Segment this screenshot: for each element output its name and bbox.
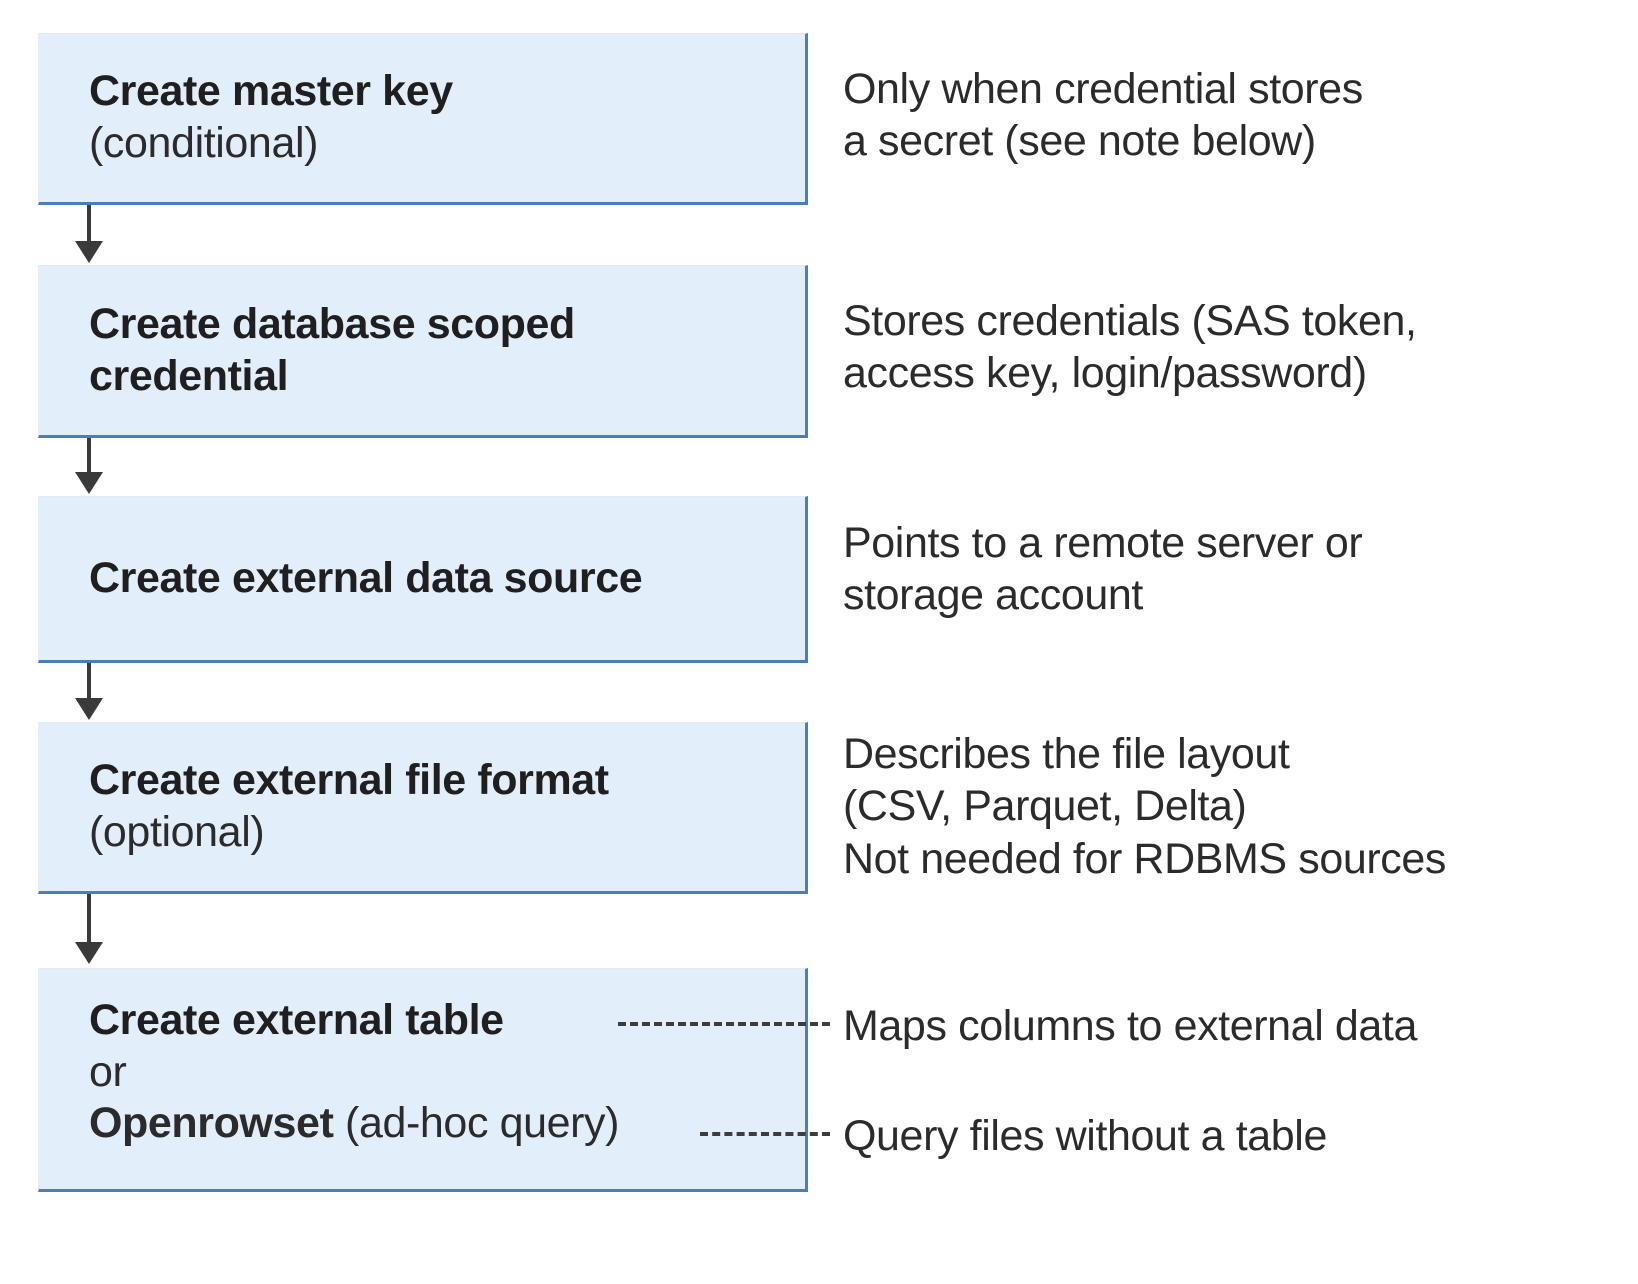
step-title-external-data-source: Create external data source — [89, 553, 643, 602]
arrow-down-icon — [75, 438, 103, 496]
dashed-connector-external-table — [618, 1022, 830, 1026]
dashed-connector-openrowset — [700, 1132, 830, 1136]
step-connector-or: or — [89, 1047, 127, 1096]
step-title-external-file-format: Create external file format — [89, 756, 609, 805]
step-box-master-key[interactable]: Create master key (conditional) — [38, 33, 808, 205]
arrow-down-icon — [75, 205, 103, 265]
step-box-scoped-credential[interactable]: Create database scoped credential — [38, 265, 808, 438]
note-external-file-format: Describes the file layout (CSV, Parquet,… — [843, 730, 1447, 883]
note-scoped-credential: Stores credentials (SAS token, access ke… — [843, 297, 1417, 398]
note-master-key: Only when credential stores a secret (se… — [843, 65, 1363, 166]
step-title-external-table: Create external table — [89, 996, 504, 1044]
step-title-openrowset-row: Openrowset (ad-hoc query) — [89, 1098, 791, 1150]
arrow-down-icon — [75, 894, 103, 968]
step-subtitle-external-file-format: (optional) — [89, 808, 265, 856]
step-suffix-openrowset: (ad-hoc query) — [333, 1099, 620, 1148]
step-title-master-key: Create master key — [89, 67, 453, 116]
step-box-external-data-source[interactable]: Create external data source — [38, 496, 808, 663]
step-subtitle-master-key: (conditional) — [89, 119, 319, 167]
step-title-scoped-credential: Create database scoped credential — [89, 299, 575, 400]
step-box-external-table[interactable]: Create external table or Openrowset (ad-… — [38, 968, 808, 1192]
note-external-table: Maps columns to external data — [843, 1002, 1417, 1050]
step-box-external-file-format[interactable]: Create external file format (optional) — [38, 722, 808, 894]
step-title-openrowset: Openrowset — [89, 1099, 334, 1148]
arrow-down-icon — [75, 663, 103, 722]
note-external-data-source: Points to a remote server or storage acc… — [843, 519, 1363, 620]
note-openrowset: Query files without a table — [843, 1112, 1327, 1160]
